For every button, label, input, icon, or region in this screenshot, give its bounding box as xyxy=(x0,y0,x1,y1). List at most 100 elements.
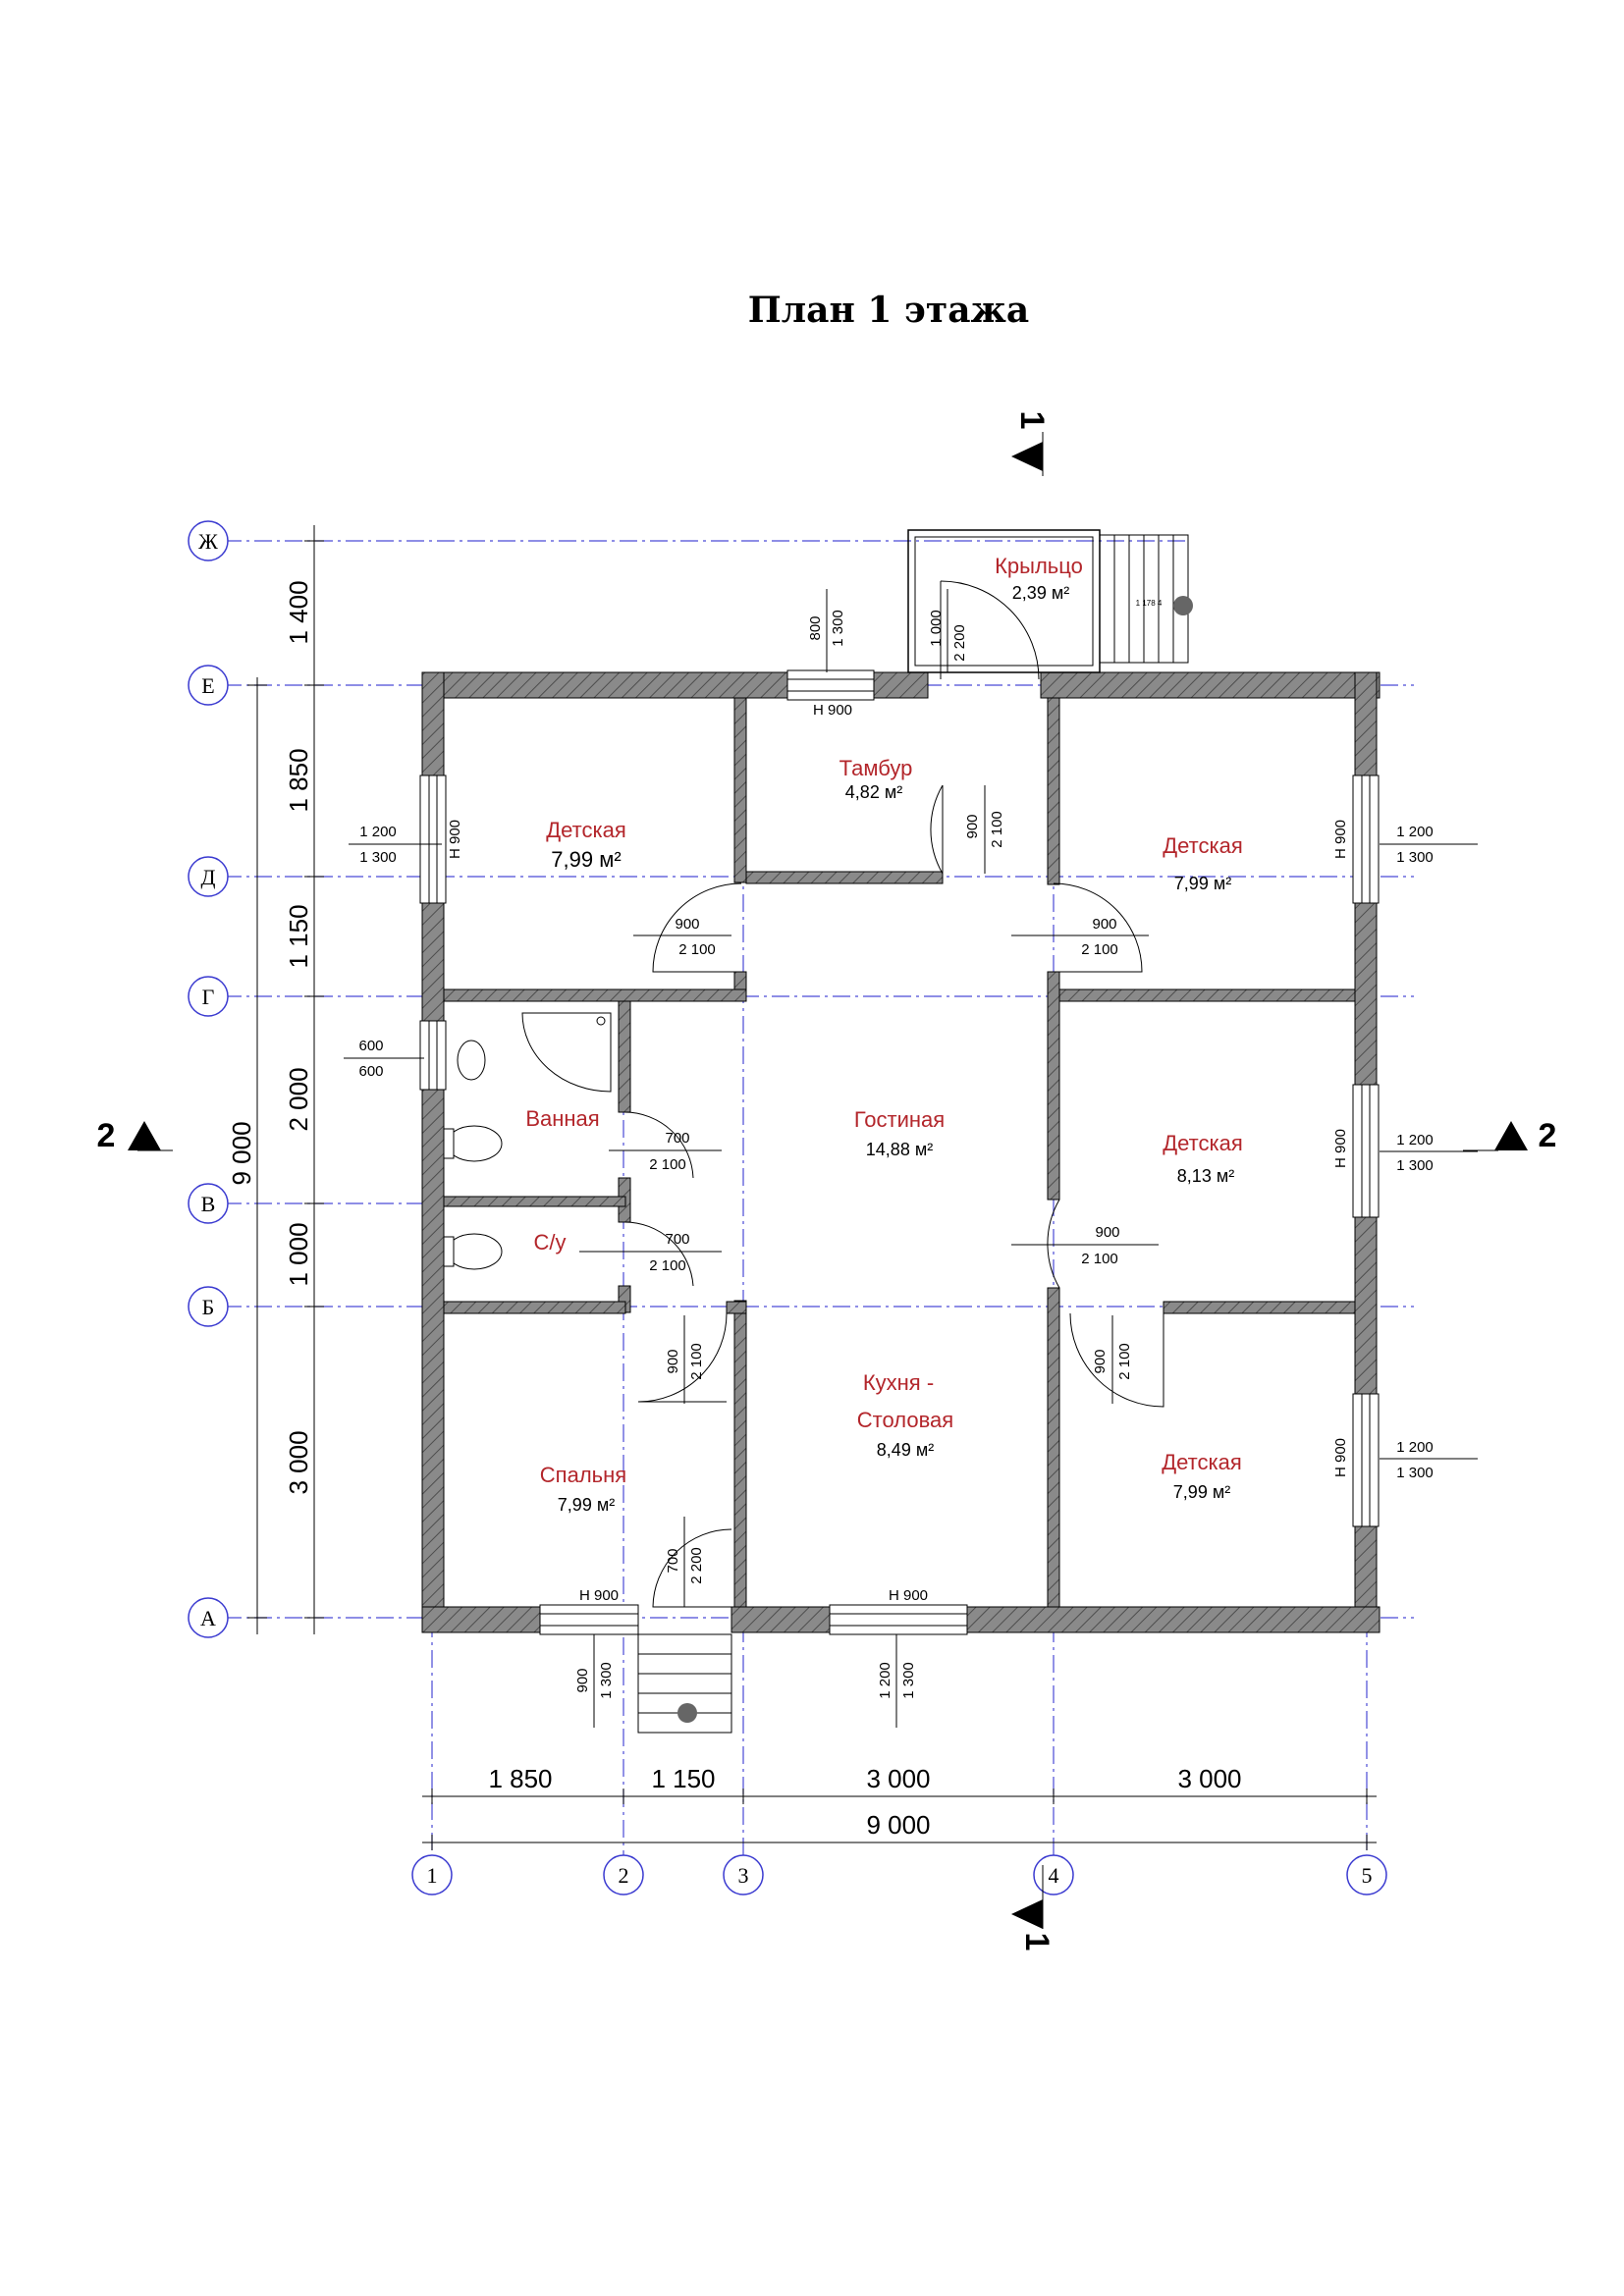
svg-text:1 300: 1 300 xyxy=(598,1662,615,1699)
room-detskaya-nw-area: 7,99 м² xyxy=(551,847,621,872)
section-mark-1-bottom: 1 xyxy=(1011,1865,1056,1950)
svg-text:800: 800 xyxy=(807,615,824,640)
svg-text:1 200: 1 200 xyxy=(1396,1439,1434,1456)
mark-h900-kuhnya: Н 900 xyxy=(889,1587,928,1604)
dim-left-total: 9 000 xyxy=(227,1121,256,1185)
porch: 1 178 4 xyxy=(907,529,1193,680)
axis-bubble-5: 5 xyxy=(1346,1854,1387,1896)
svg-text:3: 3 xyxy=(738,1863,749,1888)
room-krylco-name: Крыльцо xyxy=(995,554,1083,578)
note-door-detskaya-ne: 900 2 100 xyxy=(1011,916,1149,958)
window-east-3 xyxy=(1352,1393,1380,1527)
dim-bottom-total: 9 000 xyxy=(866,1810,930,1840)
svg-text:Ж: Ж xyxy=(198,529,218,554)
svg-text:1 300: 1 300 xyxy=(359,849,397,866)
svg-text:900: 900 xyxy=(1092,916,1116,933)
section-mark-2-left: 2 xyxy=(97,1117,173,1154)
svg-text:1: 1 xyxy=(1013,411,1051,430)
svg-text:2 100: 2 100 xyxy=(1116,1343,1133,1380)
svg-text:900: 900 xyxy=(964,814,981,838)
dim-left-2: 1 850 xyxy=(284,748,313,812)
dim-bottom-1: 1 850 xyxy=(488,1764,552,1793)
axis-bubble-zh: Ж xyxy=(188,520,229,561)
svg-text:600: 600 xyxy=(358,1038,383,1054)
svg-text:1 300: 1 300 xyxy=(1396,849,1434,866)
room-detskaya-ne-name: Детская xyxy=(1163,833,1243,858)
svg-text:4: 4 xyxy=(1049,1863,1059,1888)
axis-bubble-e: Е xyxy=(188,665,229,706)
mark-h900-east-2: Н 900 xyxy=(1332,1129,1349,1168)
svg-text:2 100: 2 100 xyxy=(649,1156,686,1173)
dim-left-6: 3 000 xyxy=(284,1430,313,1494)
svg-text:900: 900 xyxy=(574,1668,591,1692)
svg-text:1 200: 1 200 xyxy=(877,1662,893,1699)
mark-h900-west: Н 900 xyxy=(447,820,463,859)
room-vannaya-name: Ванная xyxy=(525,1106,599,1131)
rear-stairs xyxy=(637,1633,732,1734)
room-detskaya-se-name: Детская xyxy=(1162,1450,1242,1474)
room-detskaya-se-area: 7,99 м² xyxy=(1173,1482,1230,1502)
room-detskaya-nw-name: Детская xyxy=(546,818,626,842)
svg-text:1: 1 xyxy=(427,1863,438,1888)
left-dimension-chain: 1 400 1 850 1 150 2 000 1 000 3 000 9 00… xyxy=(227,525,324,1634)
mark-h900-east-3: Н 900 xyxy=(1332,1438,1349,1477)
room-detskaya-e-name: Детская xyxy=(1163,1131,1243,1155)
row-axis-bubbles: Ж Е Д Г В Б А xyxy=(188,520,229,1638)
room-kuhnya-area: 8,49 м² xyxy=(877,1440,934,1460)
svg-text:1 200: 1 200 xyxy=(1396,1132,1434,1148)
svg-text:1: 1 xyxy=(1018,1933,1056,1951)
svg-text:2 100: 2 100 xyxy=(688,1343,705,1380)
axis-bubble-d: Д xyxy=(188,856,229,897)
axis-bubble-v: В xyxy=(188,1183,229,1224)
door-swings xyxy=(623,784,1164,1608)
axis-bubble-2: 2 xyxy=(603,1854,644,1896)
section-mark-1-top: 1 xyxy=(1011,411,1051,476)
room-kuhnya-name-2: Столовая xyxy=(857,1408,953,1432)
svg-text:2 200: 2 200 xyxy=(688,1547,705,1584)
svg-text:А: А xyxy=(200,1606,216,1630)
svg-text:1 300: 1 300 xyxy=(1396,1465,1434,1481)
axis-bubble-1: 1 xyxy=(411,1854,453,1896)
axis-bubble-a: А xyxy=(188,1597,229,1638)
room-spalnya-area: 7,99 м² xyxy=(558,1495,615,1515)
svg-text:2 100: 2 100 xyxy=(1081,941,1118,958)
dim-left-4: 2 000 xyxy=(284,1067,313,1131)
svg-text:Д: Д xyxy=(200,865,215,889)
svg-text:1 200: 1 200 xyxy=(359,824,397,840)
room-gostinaya-area: 14,88 м² xyxy=(866,1140,933,1159)
svg-text:600: 600 xyxy=(358,1063,383,1080)
svg-text:1 300: 1 300 xyxy=(900,1662,917,1699)
bottom-dimension-chain: 1 850 1 150 3 000 3 000 9 000 xyxy=(422,1764,1377,1850)
svg-text:900: 900 xyxy=(1092,1349,1109,1373)
svg-text:Е: Е xyxy=(201,673,214,698)
axis-bubble-3: 3 xyxy=(723,1854,764,1896)
svg-text:Б: Б xyxy=(202,1295,215,1319)
svg-text:900: 900 xyxy=(665,1349,681,1373)
dim-left-1: 1 400 xyxy=(284,580,313,644)
dim-bottom-4: 3 000 xyxy=(1177,1764,1241,1793)
note-window-east-3: 1 200 1 300 xyxy=(1380,1439,1478,1481)
window-west-detskaya xyxy=(419,774,447,904)
windows xyxy=(419,669,1380,1635)
svg-text:5: 5 xyxy=(1362,1863,1373,1888)
svg-text:Г: Г xyxy=(202,985,215,1009)
note-window-west-bath: 600 600 xyxy=(344,1038,424,1080)
svg-text:1 300: 1 300 xyxy=(1396,1157,1434,1174)
note-window-west-1: 1 200 1 300 xyxy=(349,824,442,866)
room-detskaya-ne-area: 7,99 м² xyxy=(1174,874,1231,893)
window-east-1 xyxy=(1352,774,1380,904)
dim-bottom-3: 3 000 xyxy=(866,1764,930,1793)
room-kuhnya-name-1: Кухня - xyxy=(863,1370,934,1395)
svg-text:1 300: 1 300 xyxy=(830,610,846,647)
mark-h900-tambur: Н 900 xyxy=(813,702,852,719)
window-south-1 xyxy=(539,1604,639,1635)
svg-text:2 100: 2 100 xyxy=(1081,1251,1118,1267)
room-gostinaya-name: Гостиная xyxy=(854,1107,945,1132)
column-axis-bubbles: 1 2 3 4 5 xyxy=(411,1854,1387,1896)
page-title: План 1 этажа xyxy=(748,290,1029,331)
